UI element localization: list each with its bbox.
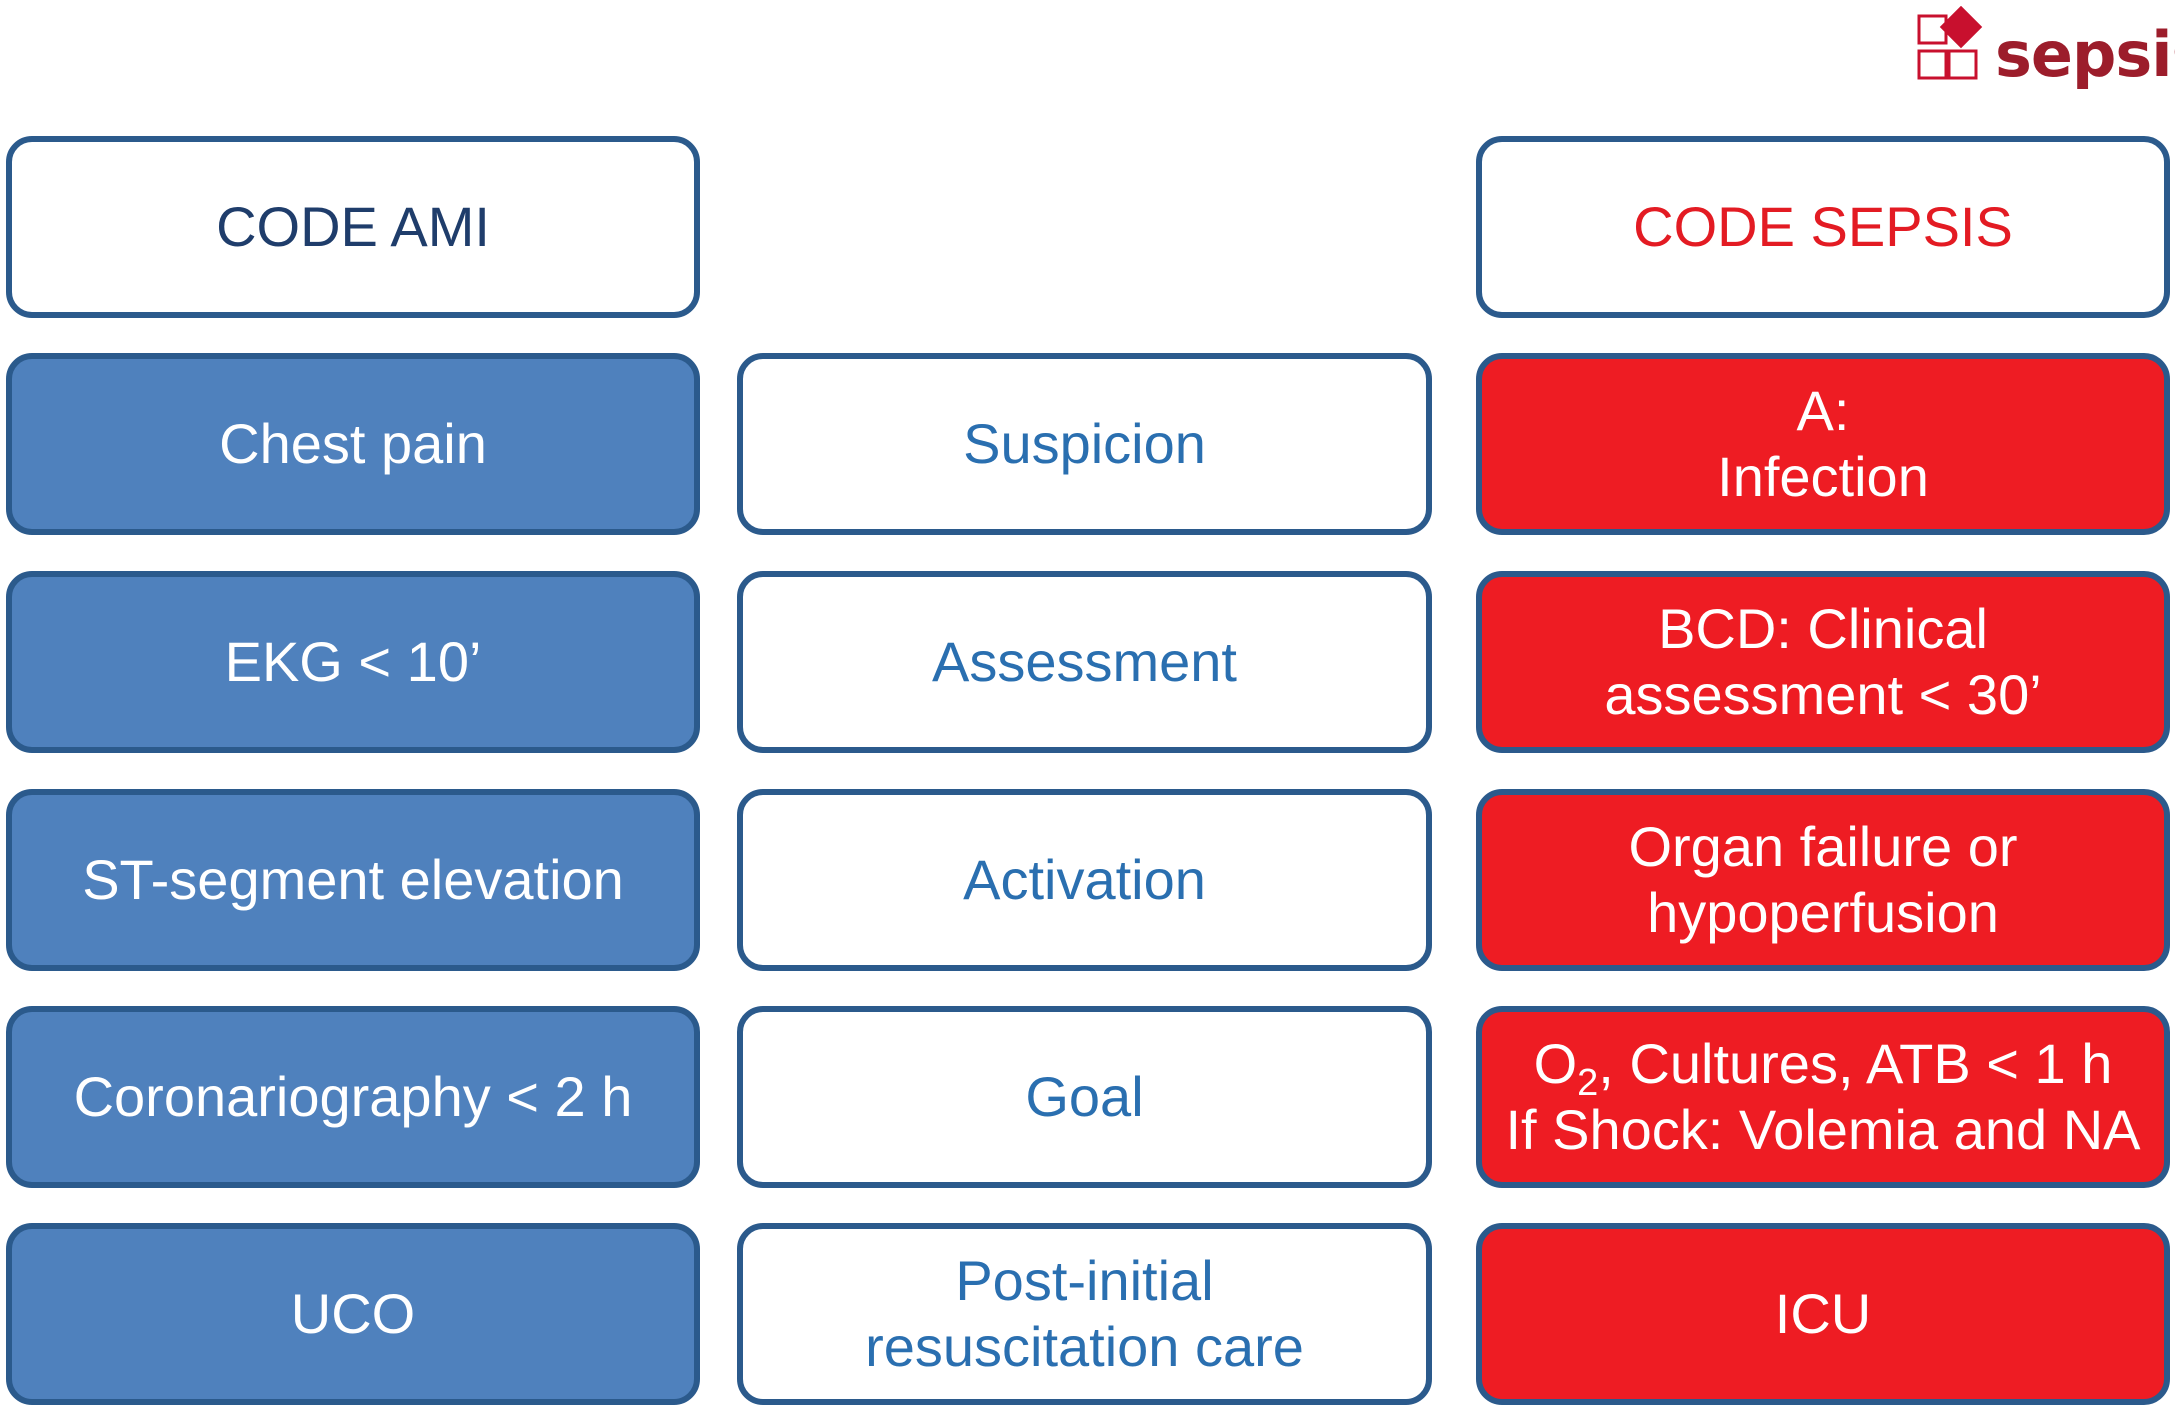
stage-line: Post-initial — [955, 1249, 1214, 1312]
sepsis-step-line: Organ failure or — [1628, 815, 2018, 878]
ami-step-uco: UCO — [6, 1223, 700, 1405]
stage-goal: Goal — [737, 1006, 1432, 1188]
sepsis-step-clinical-assessment: BCD: Clinical assessment < 30’ — [1476, 571, 2170, 753]
o2-subscript: 2 — [1577, 1062, 1599, 1105]
sepsis-step-line: Infection — [1717, 445, 1929, 508]
sepsis-step-line: If Shock: Volemia and NA — [1505, 1098, 2141, 1161]
sepsis-logo: sepsis — [1915, 6, 2175, 102]
sepsis-step-treatment: O2, Cultures, ATB < 1 h If Shock: Volemi… — [1476, 1006, 2170, 1188]
o2-text: O — [1533, 1032, 1578, 1095]
ami-step-label: Chest pain — [219, 412, 487, 475]
ami-step-label: Coronariography < 2 h — [73, 1065, 633, 1128]
sepsis-step-label: ICU — [1774, 1282, 1872, 1345]
stage-label: Activation — [963, 848, 1206, 911]
sepsis-step-line: assessment < 30’ — [1604, 663, 2042, 726]
stage-label: Goal — [1025, 1065, 1144, 1128]
ami-step-ekg: EKG < 10’ — [6, 571, 700, 753]
ami-step-chest-pain: Chest pain — [6, 353, 700, 535]
sepsis-step-line: BCD: Clinical — [1658, 597, 1988, 660]
stage-suspicion: Suspicion — [737, 353, 1432, 535]
stage-label: Assessment — [932, 630, 1237, 693]
sepsis-step-organ-failure: Organ failure or hypoperfusion — [1476, 789, 2170, 971]
stage-post-initial-care: Post-initial resuscitation care — [737, 1223, 1432, 1405]
ami-step-label: UCO — [290, 1282, 416, 1345]
code-sepsis-header-label: CODE SEPSIS — [1633, 195, 2013, 258]
stage-assessment: Assessment — [737, 571, 1432, 753]
ami-step-st-elevation: ST-segment elevation — [6, 789, 700, 971]
stage-line: resuscitation care — [865, 1315, 1304, 1378]
logo-text: sepsis — [1995, 18, 2175, 91]
sepsis-step-icu: ICU — [1476, 1223, 2170, 1405]
code-ami-header: CODE AMI — [6, 136, 700, 318]
o2-rest-text: , Cultures, ATB < 1 h — [1598, 1032, 2113, 1095]
sepsis-step-line: A: — [1796, 379, 1850, 442]
stage-label: Suspicion — [963, 412, 1206, 475]
code-sepsis-header: CODE SEPSIS — [1476, 136, 2170, 318]
ami-step-coronariography: Coronariography < 2 h — [6, 1006, 700, 1188]
logo-squares-icon — [1917, 6, 1983, 80]
code-ami-header-label: CODE AMI — [216, 195, 490, 258]
sepsis-step-infection: A: Infection — [1476, 353, 2170, 535]
sepsis-step-line-o2: O2, Cultures, ATB < 1 h — [1505, 1031, 2140, 1102]
sepsis-step-line: hypoperfusion — [1647, 881, 1999, 944]
ami-step-label: ST-segment elevation — [82, 848, 624, 911]
ami-step-label: EKG < 10’ — [224, 630, 482, 693]
stage-activation: Activation — [737, 789, 1432, 971]
